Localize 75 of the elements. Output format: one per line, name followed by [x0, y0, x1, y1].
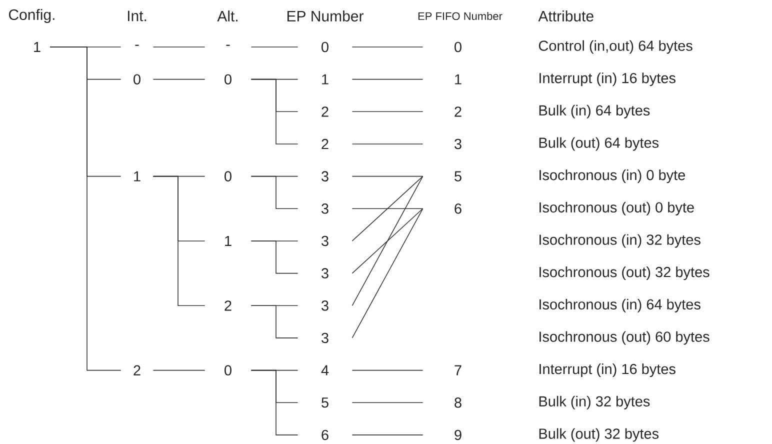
tree-value: 3	[322, 332, 328, 344]
connector-line	[352, 434, 424, 436]
connector-line	[50, 46, 122, 371]
tree-value: 7	[454, 365, 462, 376]
connector-line	[250, 46, 298, 48]
tree-value: 2	[134, 365, 140, 376]
attribute-text: Control (in,out) 64 bytes	[538, 40, 692, 54]
tree-value: 0	[454, 42, 462, 52]
connector-line	[250, 78, 298, 144]
connector-line	[352, 208, 424, 274]
attribute-text: Isochronous (in) 32 bytes	[540, 234, 700, 248]
connector-line	[352, 176, 424, 242]
tree-value: 1	[455, 74, 462, 84]
connector-line	[352, 176, 424, 306]
tree-value: 2	[322, 138, 328, 150]
attribute-text: Isochronous (in) 0 byte	[540, 170, 686, 184]
attribute-text: Isochronous (out) 0 byte	[540, 202, 694, 216]
tree-value: 3	[322, 236, 328, 246]
tree-value: 1	[322, 74, 328, 84]
connector-line	[250, 176, 298, 210]
tree-value: 3	[322, 204, 328, 214]
column-header: Config.	[8, 9, 54, 23]
tree-value: 3	[322, 300, 328, 311]
tree-value: 5	[322, 398, 328, 408]
connector-line	[152, 78, 206, 80]
tree-value: 0	[134, 74, 140, 84]
attribute-text: Isochronous (in) 64 bytes	[540, 298, 700, 312]
tree-value: 0	[224, 74, 232, 84]
column-header: EP Number	[287, 10, 364, 22]
tree-value: 2	[224, 300, 232, 311]
tree-value: 3	[322, 171, 328, 182]
attribute-text: Interrupt (in) 16 bytes	[540, 364, 676, 378]
connector-line	[152, 370, 206, 371]
tree-value: 4	[321, 365, 329, 376]
connector-line	[352, 208, 424, 338]
column-header: EP FIFO Number	[418, 12, 502, 20]
connector-line	[352, 402, 424, 404]
tree-value: 2	[454, 106, 462, 117]
connector-line	[352, 78, 424, 80]
tree-value: 6	[454, 204, 462, 214]
connector-line	[152, 46, 206, 48]
tree-value: 0	[322, 42, 328, 52]
tree-value: 0	[224, 365, 232, 376]
tree-value: 3	[322, 268, 328, 278]
connector-line	[250, 370, 298, 436]
attribute-text: Interrupt (in) 16 bytes	[540, 72, 676, 86]
tree-value: 1	[134, 171, 140, 182]
connector-line	[352, 176, 424, 177]
tree-value: 3	[454, 138, 462, 150]
connector-line	[250, 305, 298, 338]
tree-value: -	[135, 44, 139, 46]
connector-line	[152, 176, 206, 306]
column-header: Alt.	[217, 10, 238, 22]
connector-line	[352, 111, 424, 112]
tree-value: 2	[322, 106, 328, 117]
column-header: Attribute	[538, 10, 594, 22]
tree-value: 1	[34, 42, 40, 52]
tree-value: 6	[322, 430, 328, 440]
tree-value: -	[226, 44, 230, 46]
attribute-text: Bulk (out) 32 bytes	[539, 428, 659, 442]
attribute-text: Bulk (in) 64 bytes	[539, 104, 650, 118]
column-header: Int.	[128, 10, 146, 22]
connector-line	[352, 46, 424, 48]
tree-value: 8	[454, 397, 462, 408]
attribute-text: Bulk (in) 32 bytes	[539, 396, 650, 410]
attribute-text: Bulk (out) 64 bytes	[539, 137, 659, 151]
tree-value: 9	[454, 430, 462, 440]
tree-value: 0	[224, 171, 232, 182]
connector-line	[352, 370, 424, 371]
attribute-text: Isochronous (out) 32 bytes	[540, 266, 710, 280]
attribute-text: Isochronous (out) 60 bytes	[540, 331, 710, 345]
connector-line	[250, 240, 298, 274]
tree-value: 5	[454, 171, 462, 182]
connector-line	[352, 208, 424, 210]
tree-value: 1	[225, 236, 232, 246]
